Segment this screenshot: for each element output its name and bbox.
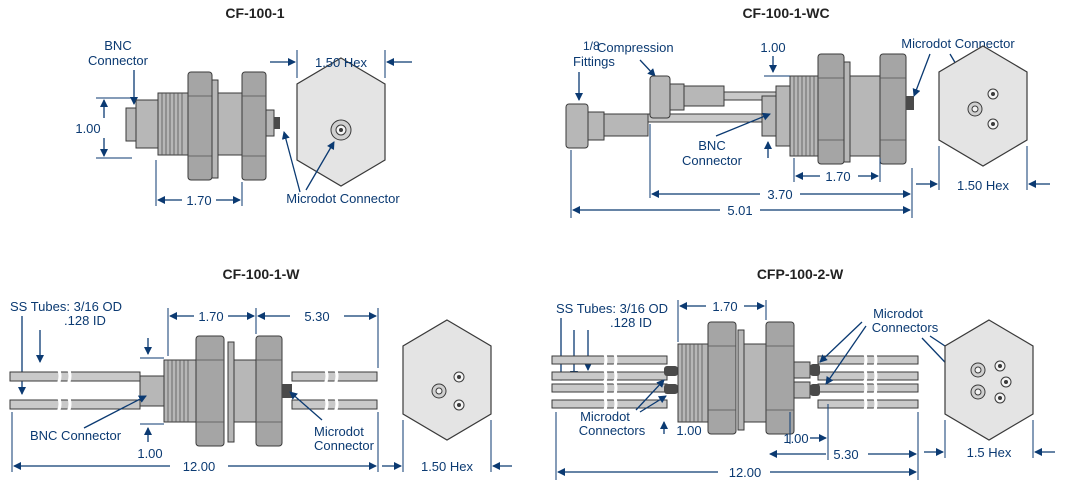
microdots-top-line2: Connectors xyxy=(872,320,939,335)
hex-end-view xyxy=(402,319,492,441)
dim-100a: 1.00 xyxy=(676,423,701,438)
dim-170: 1.70 xyxy=(825,169,850,184)
bnc-label-line1: BNC xyxy=(104,38,131,53)
hex-size: 1.50 Hex xyxy=(957,178,1010,193)
microdot-label-line2: Connector xyxy=(314,438,375,453)
ss-tubes xyxy=(551,351,919,413)
dim-530: 5.30 xyxy=(304,309,329,324)
dim-1200: 12.00 xyxy=(183,459,216,474)
panel-title: CF-100-1-WC xyxy=(742,5,829,21)
dim-100: 1.00 xyxy=(137,446,162,461)
tubes-label-line2: .128 ID xyxy=(64,313,106,328)
hex-end-view xyxy=(296,57,386,187)
microdot-label-line1: Microdot xyxy=(314,424,364,439)
dim-530: 5.30 xyxy=(833,447,858,462)
sensor-side-view xyxy=(761,53,914,165)
microdot-label: Microdot Connector xyxy=(901,36,1015,51)
bnc-label-line2: Connector xyxy=(682,153,743,168)
panel-title: CFP-100-2-W xyxy=(757,266,844,282)
panel-title: CF-100-1 xyxy=(225,5,284,21)
panel-cf-100-1-w: CF-100-1-W SS Tubes: 3/16 OD .128 ID xyxy=(9,266,512,474)
hex-end-view xyxy=(944,319,1034,441)
dim-length: 1.70 xyxy=(186,193,211,208)
bnc-label-line1: BNC xyxy=(698,138,725,153)
bnc-label: BNC Connector xyxy=(30,428,122,443)
panel-title: CF-100-1-W xyxy=(222,266,300,282)
panel-cfp-100-2-w: CFP-100-2-W SS Tubes: 3/16 OD .128 ID xyxy=(551,266,1055,480)
dim-370: 3.70 xyxy=(767,187,792,202)
microdot-label: Microdot Connector xyxy=(286,191,400,206)
dim-1200: 12.00 xyxy=(729,465,762,480)
panel-cf-100-1-wc: CF-100-1-WC 1/8 Compression Fittings xyxy=(565,5,1050,218)
tubes-label-line1: SS Tubes: 3/16 OD xyxy=(556,301,668,316)
panel-cf-100-1: CF-100-1 BNC Connector xyxy=(75,5,412,208)
dim-height: 1.00 xyxy=(75,121,100,136)
sensor-side-view xyxy=(139,335,292,447)
hex-size: 1.5 Hex xyxy=(967,445,1012,460)
dim-100b: 1.00 xyxy=(783,431,808,446)
tubes-label-line1: SS Tubes: 3/16 OD xyxy=(10,299,122,314)
dim-100: 1.00 xyxy=(760,40,785,55)
hex-size: 1.50 Hex xyxy=(315,55,368,70)
compression-fittings xyxy=(565,75,791,149)
fitting-label-line1: Compression xyxy=(597,40,674,55)
tubes-label-line2: .128 ID xyxy=(610,315,652,330)
sensor-side-view xyxy=(664,321,820,435)
fitting-label-line2: Fittings xyxy=(573,54,615,69)
microdots-bot-line2: Connectors xyxy=(579,423,646,438)
hex-end-view xyxy=(938,45,1028,167)
microdots-bot-line1: Microdot xyxy=(580,409,630,424)
ss-tubes xyxy=(9,367,378,413)
dim-170: 1.70 xyxy=(198,309,223,324)
hex-size: 1.50 Hex xyxy=(421,459,474,474)
bnc-label-line2: Connector xyxy=(88,53,149,68)
dim-501: 5.01 xyxy=(727,203,752,218)
microdots-top-line1: Microdot xyxy=(873,306,923,321)
dim-170: 1.70 xyxy=(712,299,737,314)
fitting-prefix: 1/8 xyxy=(583,39,600,53)
sensor-side-view xyxy=(125,71,280,181)
